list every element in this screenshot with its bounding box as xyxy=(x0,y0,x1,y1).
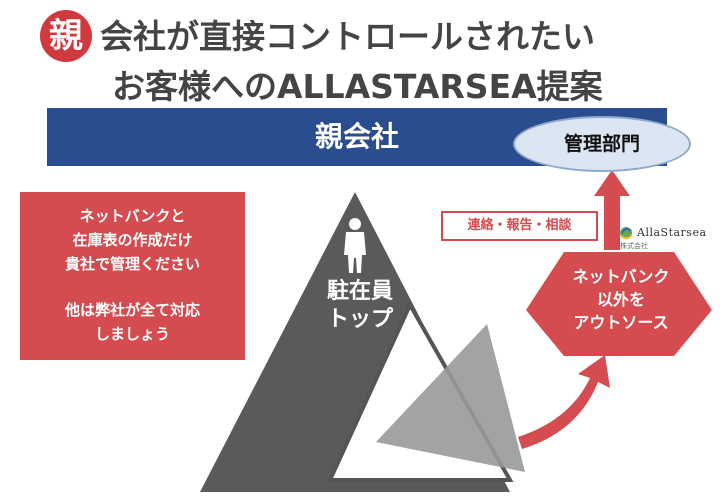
logo-wordmark: AllaStarsea xyxy=(637,226,707,239)
proposal-line: 他は弊社が全て対応 xyxy=(64,301,200,319)
logo-subtext: 株式会社 xyxy=(620,242,648,250)
person-icon xyxy=(344,218,366,273)
up-arrow xyxy=(594,170,630,250)
outsource-line: アウトソース xyxy=(573,313,669,332)
parent-company-label: 親会社 xyxy=(314,120,399,153)
logo-mark xyxy=(620,227,633,240)
contact-report-label: 連絡・報告・相談 xyxy=(441,211,598,241)
proposal-line: 在庫表の作成だけ xyxy=(72,231,193,249)
proposal-line: 貴社で管理ください xyxy=(64,255,200,273)
parent-badge: 親 xyxy=(40,10,92,62)
proposal-line: ネットバンクと xyxy=(79,207,186,225)
resident-line: 駐在員 xyxy=(326,279,393,304)
outsource-hexagon xyxy=(526,252,712,356)
management-department: 管理部門 xyxy=(513,116,691,172)
curved-arrow xyxy=(518,355,610,449)
proposal-line: しましょう xyxy=(94,325,170,343)
resident-line: トップ xyxy=(326,307,393,332)
proposal-box: ネットバンクと 在庫表の作成だけ 貴社で管理ください 他は弊社が全て対応 しまし… xyxy=(20,192,245,360)
page-title-line1: 会社が直接コントロールされたい xyxy=(100,17,595,56)
outsource-label: ネットバンク 以外を アウトソース xyxy=(537,265,705,334)
outsource-line: 以外を xyxy=(596,290,645,309)
outsource-line: ネットバンク xyxy=(572,267,670,286)
resident-top-label: 駐在員 トップ xyxy=(305,278,415,334)
page-title-line2: お客様へのALLASTARSEA提案 xyxy=(112,67,603,106)
allastarsea-logo: AllaStarsea 株式会社 xyxy=(618,222,718,250)
outsource-triangle xyxy=(376,324,525,472)
